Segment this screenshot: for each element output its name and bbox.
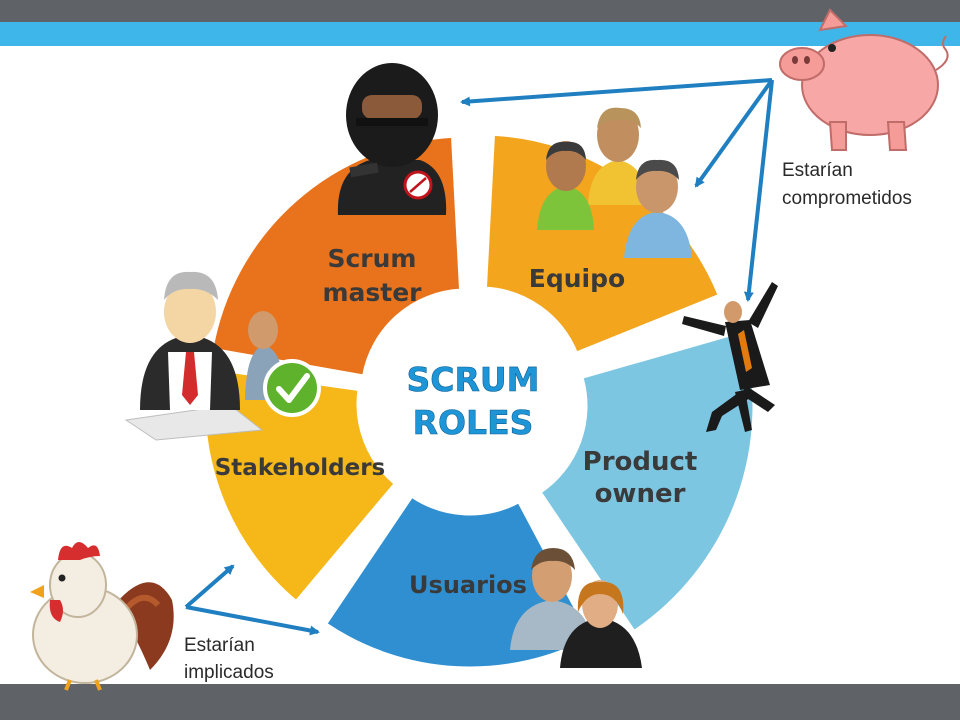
center-circle: [366, 296, 574, 504]
note-involved-line1: Estarían: [184, 635, 255, 656]
users-icon: [510, 548, 642, 668]
chicken-icon: [30, 542, 174, 691]
arrow-to-product-owner: [743, 79, 774, 302]
team-icon: [537, 107, 692, 258]
pie-segments: [202, 132, 756, 670]
businessman-jumping-icon: [682, 282, 778, 432]
label-scrum-master-line2: master: [322, 278, 422, 307]
center-title-line2: ROLES: [413, 403, 534, 442]
arrows: [184, 78, 774, 636]
segment-product-owner: [538, 329, 756, 634]
checkmark-icon: [263, 359, 321, 417]
center-title-line1: SCRUM: [406, 360, 539, 399]
label-usuarios: Usuarios: [409, 571, 527, 599]
note-committed-line1: Estarían: [782, 160, 853, 181]
note-committed-line2: comprometidos: [782, 188, 912, 209]
bottom-frame-bar: [0, 684, 960, 720]
label-product-owner-line2: owner: [595, 479, 686, 509]
label-scrum-master-line1: Scrum: [327, 244, 416, 273]
arrow-to-scrum-master: [460, 78, 773, 107]
label-stakeholders: Stakeholders: [215, 455, 386, 481]
note-involved-line2: implicados: [184, 662, 274, 683]
pig-icon: [779, 8, 949, 151]
stakeholder-icon: [124, 271, 286, 441]
label-equipo: Equipo: [529, 264, 625, 293]
ninja-icon: [337, 63, 447, 215]
arrow-to-usuarios: [185, 605, 320, 636]
accent-bar: [0, 22, 960, 46]
arrow-to-stakeholders: [184, 564, 235, 609]
top-frame-bar: [0, 0, 960, 22]
label-product-owner-line1: Product: [583, 447, 698, 477]
arrow-to-equipo: [694, 78, 774, 188]
